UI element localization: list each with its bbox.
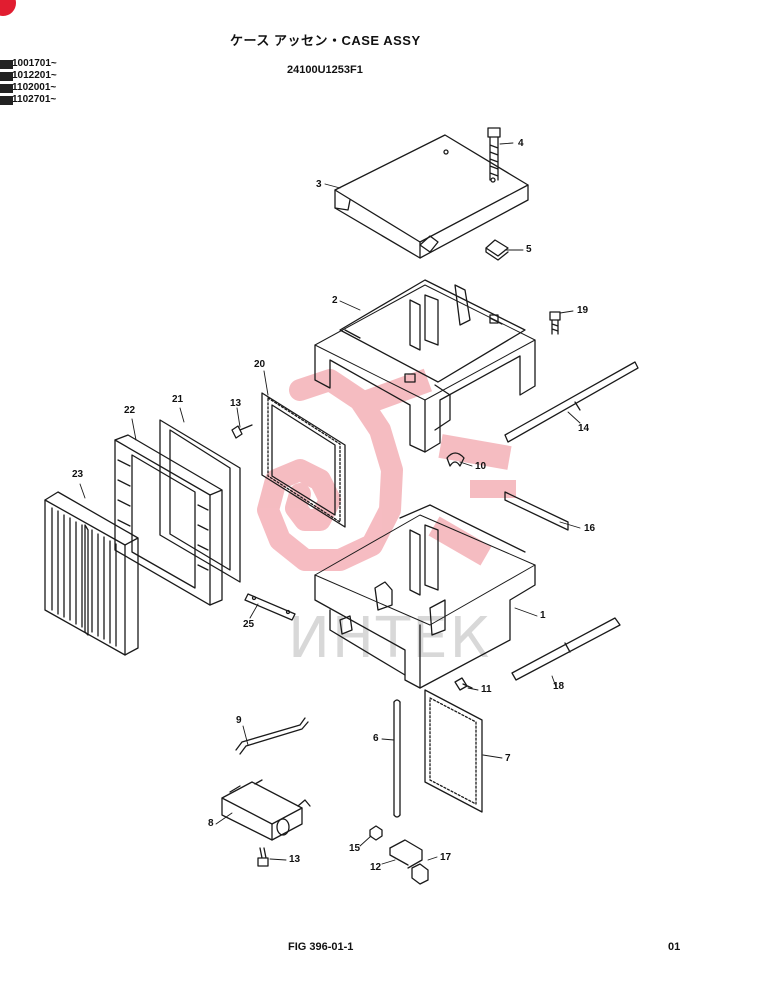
shaft-rod [393,699,401,818]
screw-icon [549,311,561,335]
callout-4: 4 [518,138,524,149]
callout-8: 8 [208,818,214,829]
callout-20: 20 [254,359,266,370]
upper-case-housing [314,279,536,453]
callout-18: 18 [553,681,565,692]
callout-11: 11 [481,684,492,695]
figure-number: FIG 396-01-1 [288,941,354,953]
seal-strip [504,491,569,531]
lever-bracket [389,839,423,869]
link-rod [235,717,309,755]
callout-7: 7 [505,753,511,764]
nut-icon [411,863,429,885]
callout-3: 3 [316,179,322,190]
lower-case-housing [314,504,536,689]
page-title: ケース アッセン・CASE ASSY [230,33,421,48]
callout-1: 1 [540,610,546,621]
louvre-cover [44,491,139,656]
nut-icon [369,825,383,841]
serial-range: 1102001~ [0,82,57,94]
top-cover-plate [334,134,529,259]
screw-icon [257,847,269,867]
part-number: 24100U1253F1 [287,64,363,76]
callout-19: 19 [577,305,589,316]
watermark-text: ИНТЕК [288,606,492,671]
callout-5: 5 [526,244,532,255]
callout-21: 21 [172,394,184,405]
watermark-gear-icon [257,368,516,571]
gasket-frame [261,392,346,528]
callout-13: 13 [289,854,301,865]
callout-10: 10 [475,461,487,472]
serial-ranges: 1001701~ 1012201~ 1102001~ 1102701~ [0,58,57,106]
callout-13: 13 [230,398,242,409]
callout-23: 23 [72,469,84,480]
rail-strip [504,361,639,443]
clip-bracket [485,239,509,261]
grid-frame [114,434,223,606]
callout-9: 9 [236,715,242,726]
small-clip [446,452,465,467]
callout-14: 14 [578,423,590,434]
serial-range: 1012201~ [0,70,57,82]
callout-17: 17 [440,852,452,863]
callout-22: 22 [124,405,136,416]
corner-mark [0,0,16,16]
leader-lines [79,142,581,865]
callout-16: 16 [584,523,596,534]
serial-range: 1102701~ [0,94,57,106]
side-panel [424,689,483,813]
rail-strip [511,617,621,681]
mount-bracket [244,593,296,621]
serial-range: 1001701~ [0,58,57,70]
filter-frame [159,419,241,583]
bolt-icon [487,127,501,181]
screw-icon [231,424,253,439]
actuator-motor [221,779,311,841]
callout-25: 25 [243,619,255,630]
callout-15: 15 [349,843,361,854]
callout-6: 6 [373,733,379,744]
page-number: 01 [668,941,681,953]
callout-12: 12 [370,862,382,873]
screw-icon [454,677,473,691]
callout-2: 2 [332,295,338,306]
